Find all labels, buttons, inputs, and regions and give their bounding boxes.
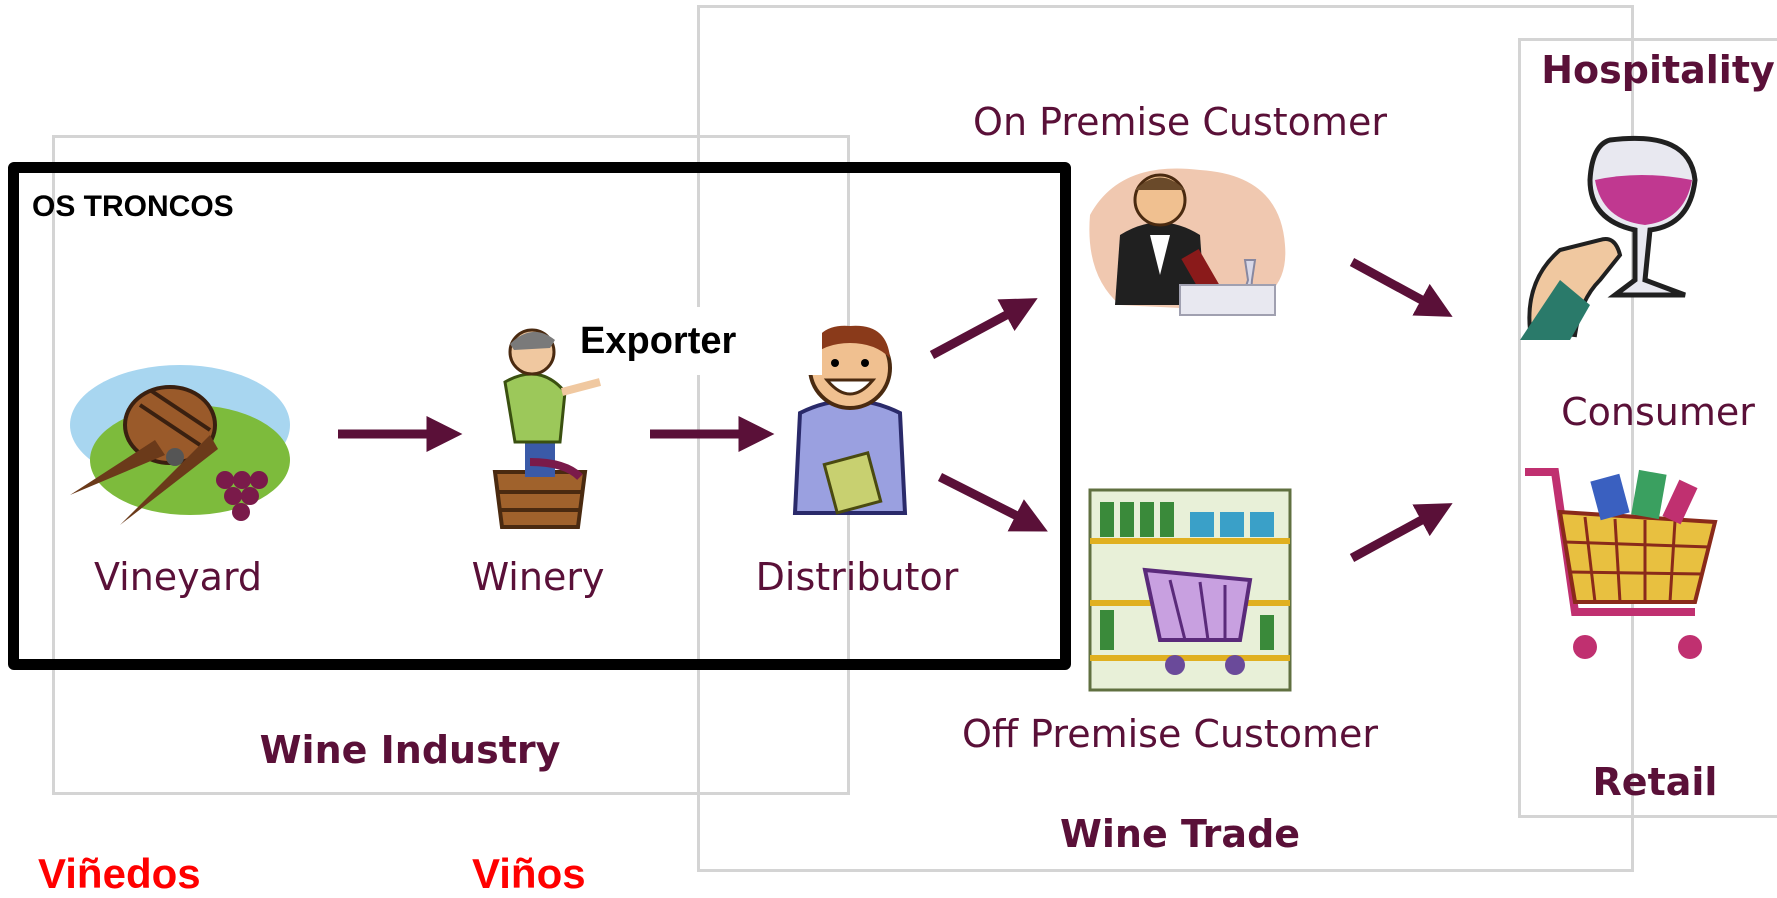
hospitality-illustration <box>1520 135 1698 340</box>
arrow-distributor-off-premise <box>937 472 1048 532</box>
on-premise-customer-illustration <box>1089 168 1286 316</box>
hospitality-label: Hospitality <box>1541 48 1775 92</box>
off-premise-customer-label: Off Premise Customer <box>962 712 1378 756</box>
wine-trade-label: Wine Trade <box>1059 812 1301 856</box>
vinos-caption: Viños <box>472 850 586 897</box>
flow-arrows <box>338 258 1453 562</box>
winery-illustration <box>492 328 602 529</box>
arrow-on-premise-hospitality <box>1349 258 1453 317</box>
vineyard-label: Vineyard <box>93 555 263 599</box>
exporter-label: Exporter <box>562 307 822 375</box>
distributor-illustration <box>792 325 908 515</box>
arrow-distributor-on-premise <box>929 298 1038 359</box>
consumer-label: Consumer <box>1561 390 1755 434</box>
winery-label: Winery <box>471 555 605 599</box>
retail-label: Retail <box>1592 760 1718 804</box>
vinedos-caption: Viñedos <box>38 850 201 897</box>
os-troncos-highlight-box <box>8 162 1071 670</box>
off-premise-customer-illustration <box>1088 488 1292 692</box>
consumer-box <box>1518 38 1777 818</box>
retail-illustration <box>1525 468 1718 659</box>
wine-industry-label: Wine Industry <box>259 728 561 772</box>
os-troncos-label: OS TRONCOS <box>32 190 234 223</box>
on-premise-customer-label: On Premise Customer <box>973 100 1387 144</box>
vineyard-illustration <box>70 365 290 525</box>
arrow-off-premise-retail <box>1349 503 1453 562</box>
distributor-label: Distributor <box>755 555 959 599</box>
